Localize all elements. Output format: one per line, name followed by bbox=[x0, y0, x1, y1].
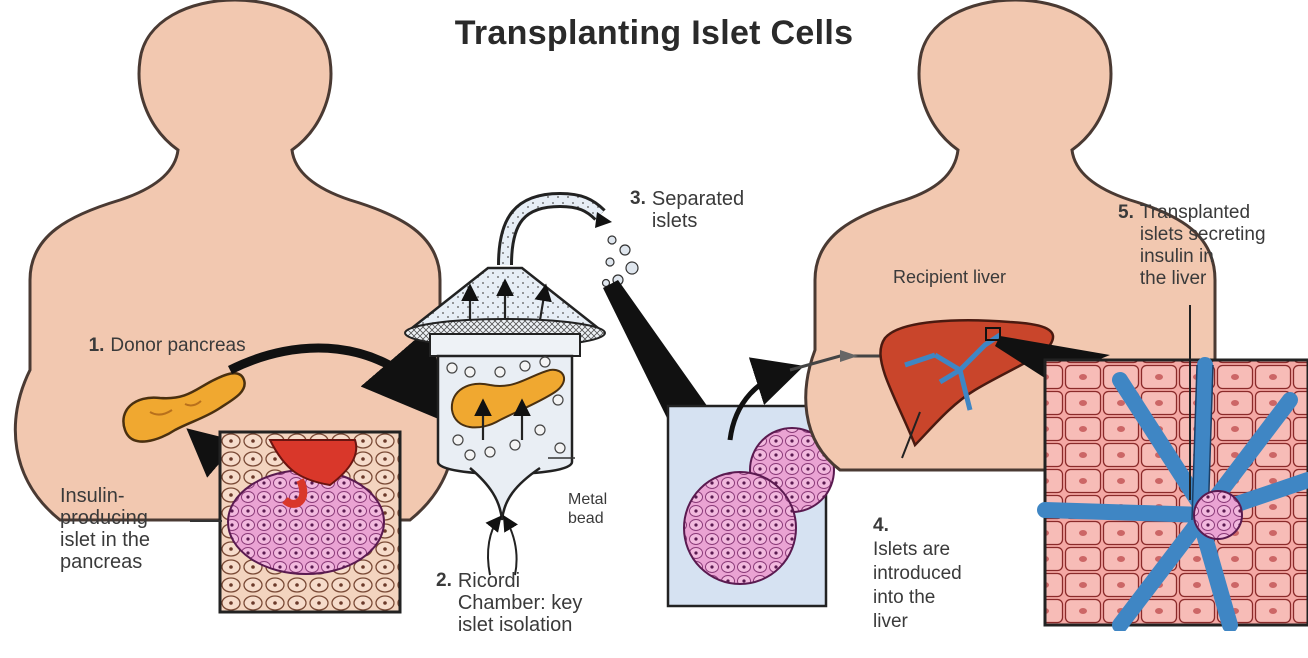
liver-islet-closeup bbox=[1045, 360, 1308, 625]
islet-in-pancreas-inset bbox=[220, 432, 400, 612]
separated-islets-closeup bbox=[668, 406, 834, 606]
step3-number: 3. bbox=[630, 188, 646, 232]
step1-text: Donor pancreas bbox=[110, 335, 245, 356]
step3-label: 3.Separated islets bbox=[630, 188, 744, 232]
step5-label: 5.Transplanted islets secreting insulin … bbox=[1118, 202, 1266, 290]
step4-number: 4. bbox=[873, 514, 956, 538]
diagram-canvas: Transplanting Islet Cells 1.Donor pancre… bbox=[0, 0, 1308, 631]
step2-text: Ricordi Chamber: key islet isolation bbox=[458, 570, 583, 636]
step3-text: Separated islets bbox=[652, 188, 744, 232]
step1-label: 1.Donor pancreas bbox=[78, 313, 246, 357]
recipient-liver-label: Recipient liver bbox=[893, 266, 1006, 288]
step5-text: Transplanted islets secreting insulin in… bbox=[1140, 202, 1266, 290]
step1-number: 1. bbox=[89, 335, 105, 356]
zoom-wedge-islets bbox=[603, 280, 710, 420]
step4-label: 4.Islets are introduced into the liver bbox=[873, 466, 962, 658]
separated-islets-icon bbox=[603, 236, 639, 287]
step4-text: Islets are introduced into the liver bbox=[873, 538, 962, 634]
metal-bead-label: Metal bead bbox=[568, 490, 607, 528]
islet-in-pancreas-label: Insulin- producing islet in the pancreas bbox=[60, 485, 150, 573]
step2-label: 2.Ricordi Chamber: key islet isolation bbox=[436, 570, 582, 636]
step5-number: 5. bbox=[1118, 202, 1134, 290]
step2-number: 2. bbox=[436, 570, 452, 636]
diagram-title: Transplanting Islet Cells bbox=[0, 14, 1308, 53]
